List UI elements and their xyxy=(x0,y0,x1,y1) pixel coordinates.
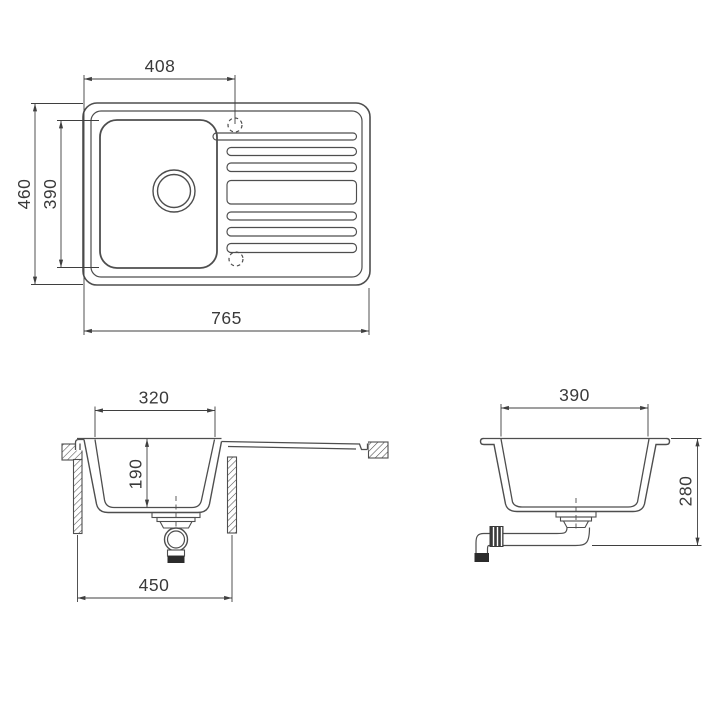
groove xyxy=(226,226,358,237)
groove xyxy=(226,211,358,221)
dim-label-280: 280 xyxy=(676,476,696,507)
top-view: 408 765 460 390 xyxy=(14,56,371,335)
front-section-view: 320 190 450 xyxy=(61,388,389,602)
sink-outer-edge xyxy=(82,102,371,286)
drain-hole-outer xyxy=(152,169,196,213)
waste-pipe xyxy=(474,526,591,562)
groove xyxy=(226,162,358,173)
groove xyxy=(226,242,358,254)
bowl-outline-top xyxy=(99,119,218,269)
top-view-dimensions xyxy=(31,75,370,335)
groove xyxy=(212,132,358,141)
sink-inner-rim xyxy=(90,110,363,278)
dim-label-390-side: 390 xyxy=(559,385,590,405)
dim-label-408: 408 xyxy=(145,56,176,76)
dim-label-460: 460 xyxy=(14,179,34,210)
countertop-block-right xyxy=(367,441,389,459)
dim-label-450: 450 xyxy=(139,575,170,595)
cabinet-panel-left xyxy=(72,458,83,535)
pipe-outlet-end xyxy=(474,553,489,562)
dim-label-320: 320 xyxy=(139,388,170,408)
drain-hole-inner xyxy=(156,173,192,209)
dim-label-765: 765 xyxy=(211,308,242,328)
dim-label-190: 190 xyxy=(126,459,146,490)
drainboard-deck xyxy=(221,440,369,451)
groove-wide xyxy=(226,179,358,205)
side-section-view: 390 280 xyxy=(474,385,702,562)
tailpipe-end xyxy=(167,556,185,563)
front-view-dimensions xyxy=(77,406,233,602)
tap-hole-bottom xyxy=(228,251,244,267)
bowl-inner-wall-front xyxy=(94,439,216,509)
drainboard-grooves xyxy=(212,132,358,254)
bowl-outer-wall-side xyxy=(479,437,671,513)
drain-assembly-front xyxy=(151,511,201,563)
bowl-inner-wall-side xyxy=(500,438,650,508)
tailpipe xyxy=(166,549,186,557)
dim-label-390-top: 390 xyxy=(40,179,60,210)
side-view-dimensions xyxy=(500,404,702,546)
groove xyxy=(226,146,358,157)
cabinet-panel-right xyxy=(226,456,238,534)
sink-lip-left xyxy=(74,438,84,450)
